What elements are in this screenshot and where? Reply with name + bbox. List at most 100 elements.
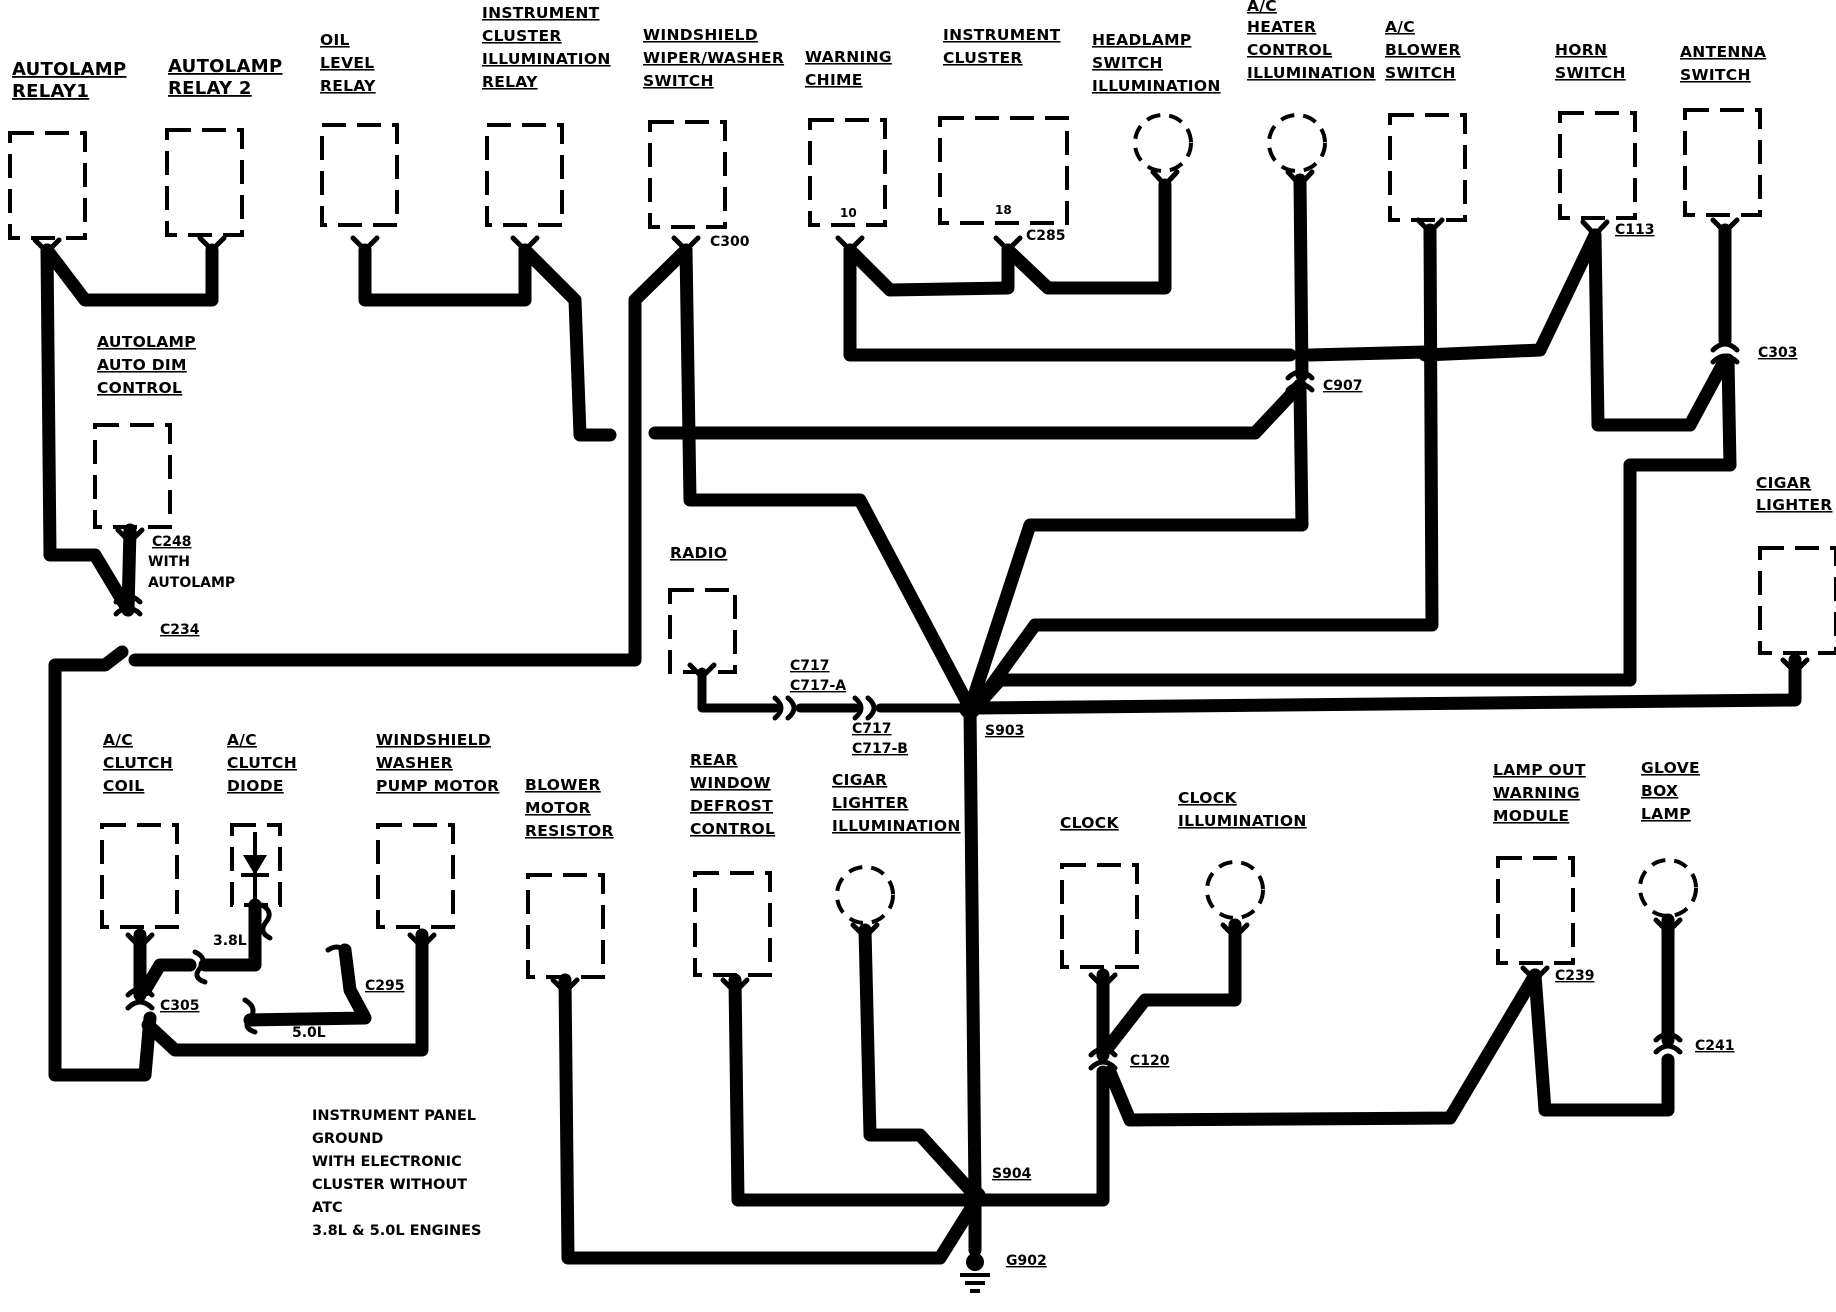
ac-heater-illum-bulb (1267, 113, 1327, 173)
wire-c234-to-s903 (128, 243, 693, 667)
note-line-1: INSTRUMENT PANEL (312, 1108, 476, 1124)
label-coil-2: CLUTCH (103, 754, 173, 772)
label-cir-3: ILLUMINATION (482, 50, 611, 68)
label-c295: C295 (365, 978, 405, 994)
label-acheater-3: CONTROL (1247, 41, 1332, 59)
cigar-lighter-box (1758, 546, 1836, 655)
label-s903: S903 (985, 723, 1024, 739)
label-engine-50: 5.0L (292, 1025, 326, 1041)
wire-chime-cluster (843, 243, 1015, 297)
label-engine-38: 3.8L (213, 933, 247, 949)
label-glove-1: GLOVE (1641, 759, 1700, 777)
label-radio: RADIO (670, 544, 727, 562)
wire-chime-down (843, 243, 1297, 362)
instrument-cluster-box (938, 116, 1069, 225)
label-defrost-4: CONTROL (690, 820, 775, 838)
label-acheater-4: ILLUMINATION (1247, 64, 1376, 82)
label-glove-3: LAMP (1641, 805, 1691, 823)
label-lampout-2: WARNING (1493, 784, 1580, 802)
label-chime-1: WARNING (805, 48, 892, 66)
label-defrost-1: REAR (690, 751, 738, 769)
label-cir-2: CLUSTER (482, 27, 562, 45)
label-c120: C120 (1130, 1053, 1170, 1069)
diagram-note: INSTRUMENT PANEL GROUND WITH ELECTRONIC … (312, 1108, 481, 1239)
splice-s904 (964, 1186, 986, 1208)
wire-diode-c305-b (138, 958, 197, 997)
terminals (32, 169, 1810, 1071)
label-cigar-2: LIGHTER (1756, 496, 1833, 514)
label-c305: C305 (160, 998, 200, 1014)
radio-box (668, 588, 737, 674)
label-wiper-2: WIPER/WASHER (643, 49, 784, 67)
wire-autolamp-relay1-to-c234 (40, 243, 135, 617)
rear-defrost-box (693, 871, 772, 977)
label-defrost-2: WINDOW (690, 774, 771, 792)
label-acheater-1: A/C (1247, 0, 1277, 15)
label-coil-3: COIL (103, 777, 144, 795)
label-g902: G902 (1006, 1253, 1047, 1269)
label-c239: C239 (1555, 968, 1595, 984)
wire-lamp-out (1528, 968, 1675, 1117)
washer-pump-box (376, 823, 455, 929)
label-autolamp-relay2-2: RELAY 2 (168, 78, 252, 99)
wire-c305-pump (141, 928, 429, 1057)
wire-rear-defrost (728, 973, 982, 1207)
label-c113: C113 (1615, 222, 1655, 238)
components (8, 108, 1836, 979)
label-cli-3: ILLUMINATION (832, 817, 961, 835)
splices (959, 697, 990, 1293)
label-oil-1: OIL (320, 31, 350, 49)
wire-horn-switch (1588, 228, 1732, 432)
label-c248: C248 (152, 534, 192, 550)
note-line-5: ATC (312, 1200, 343, 1216)
label-cluster-1: INSTRUMENT (943, 26, 1061, 44)
cluster-illum-relay-box (485, 123, 564, 227)
label-pin-10: 10 (840, 206, 857, 220)
wire-c907-to-s903 (963, 383, 1309, 715)
label-c248-note-1: WITH (148, 554, 190, 570)
label-cir-4: RELAY (482, 73, 538, 91)
label-dim-1: AUTOLAMP (97, 333, 196, 351)
label-cli-1: CIGAR (832, 771, 887, 789)
note-line-6: 3.8L & 5.0L ENGINES (312, 1223, 481, 1239)
wires (40, 173, 1802, 1265)
label-c717a: C717-A (790, 678, 846, 694)
label-cigar-1: CIGAR (1756, 474, 1811, 492)
label-oil-2: LEVEL (320, 54, 374, 72)
label-bmr-3: RESISTOR (525, 822, 614, 840)
label-c300: C300 (710, 234, 750, 250)
label-defrost-3: DEFROST (690, 797, 773, 815)
label-bmr-1: BLOWER (525, 776, 601, 794)
label-c717-top: C717 (790, 658, 830, 674)
label-coil-1: A/C (103, 731, 133, 749)
label-pin-18: 18 (995, 203, 1012, 217)
label-antenna-1: ANTENNA (1680, 43, 1766, 61)
label-pump-2: WASHER (376, 754, 453, 772)
label-pump-1: WINDSHIELD (376, 731, 491, 749)
component-labels: AUTOLAMP RELAY1 AUTOLAMP RELAY 2 OIL LEV… (12, 0, 1833, 840)
ac-clutch-diode-box (230, 823, 282, 907)
wiper-switch-box (648, 120, 727, 229)
diode-symbol (241, 832, 269, 900)
label-oil-3: RELAY (320, 77, 376, 95)
autolamp-dim-box (93, 423, 172, 529)
label-acblower-1: A/C (1385, 18, 1415, 36)
note-line-3: WITH ELECTRONIC (312, 1154, 462, 1170)
label-lampout-1: LAMP OUT (1493, 761, 1586, 779)
wire-5l (243, 943, 372, 1027)
wire-blower-resistor (558, 973, 977, 1265)
autolamp-relay2-box (165, 128, 244, 237)
wire-autolamp-relays (40, 243, 219, 307)
label-diode-3: DIODE (227, 777, 284, 795)
label-pump-3: PUMP MOTOR (376, 777, 499, 795)
wire-s903-s904 (963, 701, 982, 1202)
label-acheater-2: HEATER (1247, 18, 1316, 36)
clock-box (1060, 863, 1139, 969)
cigar-lighter-illum-bulb (835, 865, 895, 925)
label-headlamp-3: ILLUMINATION (1092, 77, 1221, 95)
ground-g902-icon (960, 1253, 990, 1293)
label-autolamp-relay1-1: AUTOLAMP (12, 59, 126, 80)
wire-cluster-headlamp (1001, 178, 1172, 295)
wire-blower-switch (968, 223, 1439, 715)
